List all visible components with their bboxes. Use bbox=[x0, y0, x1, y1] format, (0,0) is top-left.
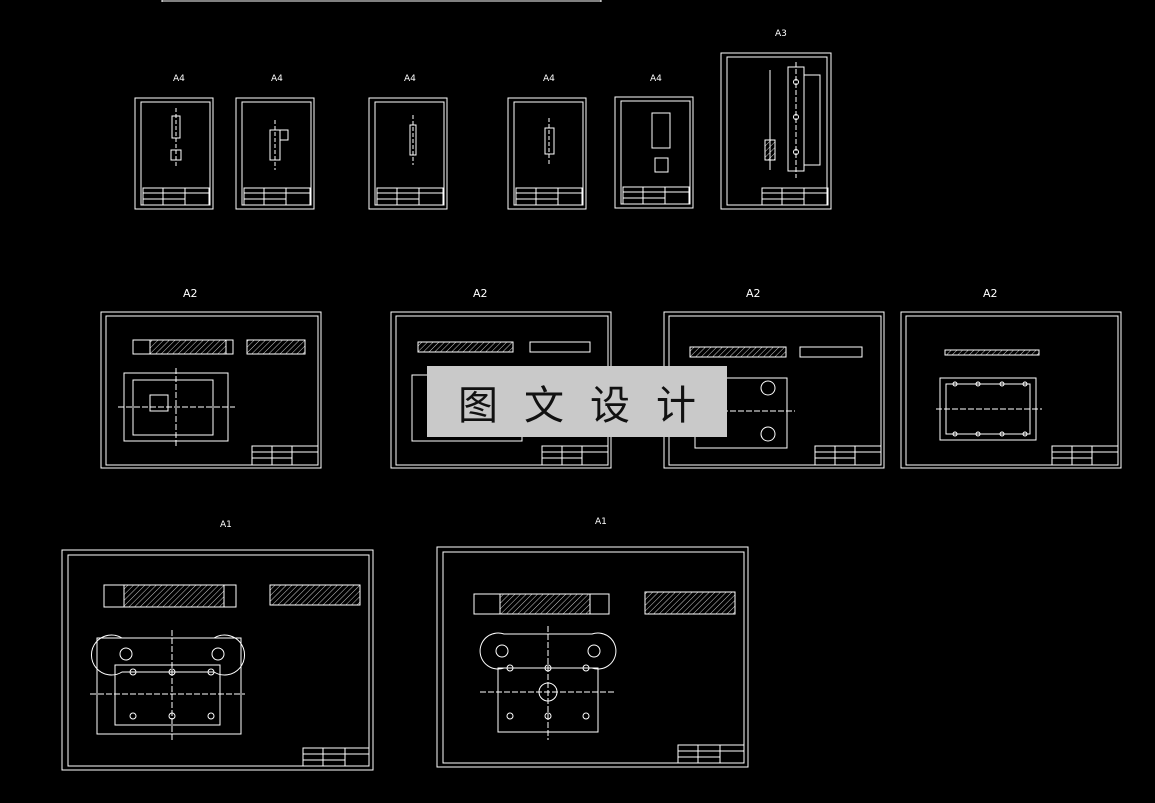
sheet-size-label: A4 bbox=[173, 74, 185, 84]
sheet-size-label: A1 bbox=[595, 517, 607, 527]
sheet-size-label: A2 bbox=[746, 287, 761, 300]
sheet-a2-1[interactable]: A2 bbox=[100, 287, 322, 469]
sheet-a2-4[interactable]: A2 bbox=[900, 287, 1122, 469]
watermark-text: 图文设计 bbox=[458, 382, 722, 429]
sheet-size-label: A4 bbox=[271, 74, 283, 84]
sheet-size-label: A4 bbox=[650, 74, 662, 84]
watermark-banner: 图文设计 bbox=[427, 366, 727, 437]
sheet-size-label: A4 bbox=[543, 74, 555, 84]
sheet-a3-1[interactable]: A3 bbox=[720, 29, 832, 210]
sheet-size-label: A2 bbox=[473, 287, 488, 300]
sheet-a4-1[interactable]: A4 bbox=[134, 74, 214, 210]
sheet-size-label: A3 bbox=[775, 29, 787, 39]
sheet-a4-5[interactable]: A4 bbox=[614, 74, 694, 209]
top-partial-frame bbox=[161, 0, 602, 2]
sheet-a1-1[interactable]: A1 bbox=[61, 520, 374, 771]
sheet-size-label: A4 bbox=[404, 74, 416, 84]
sheet-size-label: A2 bbox=[983, 287, 998, 300]
sheet-a2-2[interactable]: A2 bbox=[390, 287, 612, 469]
sheet-size-label: A1 bbox=[220, 520, 232, 530]
sheet-a4-3[interactable]: A4 bbox=[368, 74, 448, 210]
sheet-size-label: A2 bbox=[183, 287, 198, 300]
sheet-a4-4[interactable]: A4 bbox=[507, 74, 587, 210]
sheet-a1-2[interactable]: A1 bbox=[436, 517, 749, 768]
sheet-a4-2[interactable]: A4 bbox=[235, 74, 315, 210]
